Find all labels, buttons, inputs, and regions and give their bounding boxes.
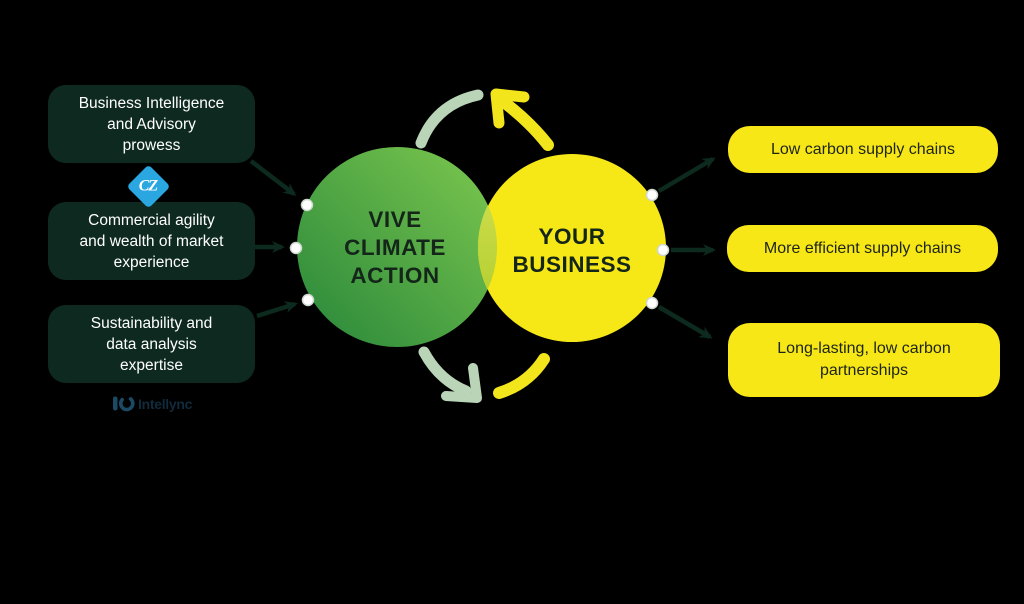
- left-item-commercial-agility: Commercial agility and wealth of market …: [48, 202, 255, 280]
- connector-dot: [645, 188, 659, 202]
- left-item-sustainability: Sustainability and data analysis experti…: [48, 305, 255, 383]
- right-item-partnerships: Long-lasting, low carbon partnerships: [728, 323, 1000, 397]
- cycle-arc-yellow-bottom: [493, 353, 550, 399]
- right-item-label: Low carbon supply chains: [770, 140, 956, 158]
- connector-dot: [645, 296, 659, 310]
- left-circle-label: VIVE CLIMATE ACTION: [344, 207, 446, 288]
- connector-left-3: [256, 301, 298, 319]
- your-business-circle: [478, 154, 666, 342]
- cycle-arc-sage-top: [415, 89, 484, 149]
- connector-dot: [301, 293, 315, 307]
- connector-left-1: [249, 159, 297, 196]
- cycle-arrow-yellow-top-head-icon: [490, 88, 530, 129]
- right-item-efficient-chains: More efficient supply chains: [727, 225, 998, 272]
- connector-dot: [289, 241, 303, 255]
- vive-climate-action-circle: [297, 147, 497, 347]
- right-item-label: Long-lasting, low carbon partnerships: [777, 340, 951, 379]
- connector-right-1: [657, 157, 716, 193]
- intellync-logo-text: Intellync: [138, 395, 193, 412]
- cycle-arrow-sage-bottom-head-icon: [441, 363, 482, 403]
- right-item-low-carbon: Low carbon supply chains: [728, 126, 998, 173]
- cycle-arrow-sage-bottom-icon: [418, 346, 472, 397]
- connector-dot: [300, 198, 314, 212]
- cz-logo-monogram: CZ: [139, 177, 158, 195]
- left-item-label: Business Intelligence and Advisory prowe…: [78, 94, 225, 154]
- connector-right-3: [657, 305, 713, 339]
- right-item-label: More efficient supply chains: [763, 239, 962, 257]
- left-item-label: Commercial agility and wealth of market …: [79, 211, 224, 271]
- cycle-arrow-yellow-top-icon: [499, 97, 554, 151]
- left-item-business-intelligence: Business Intelligence and Advisory prowe…: [48, 85, 255, 163]
- connector-dot: [656, 243, 670, 257]
- intellync-logo: Intellync: [112, 394, 192, 413]
- right-circle-label: YOUR BUSINESS: [512, 224, 632, 277]
- left-item-label: Sustainability and data analysis experti…: [90, 314, 213, 374]
- venn-overlap: [477, 205, 498, 289]
- intellync-logo-icon: [113, 396, 135, 412]
